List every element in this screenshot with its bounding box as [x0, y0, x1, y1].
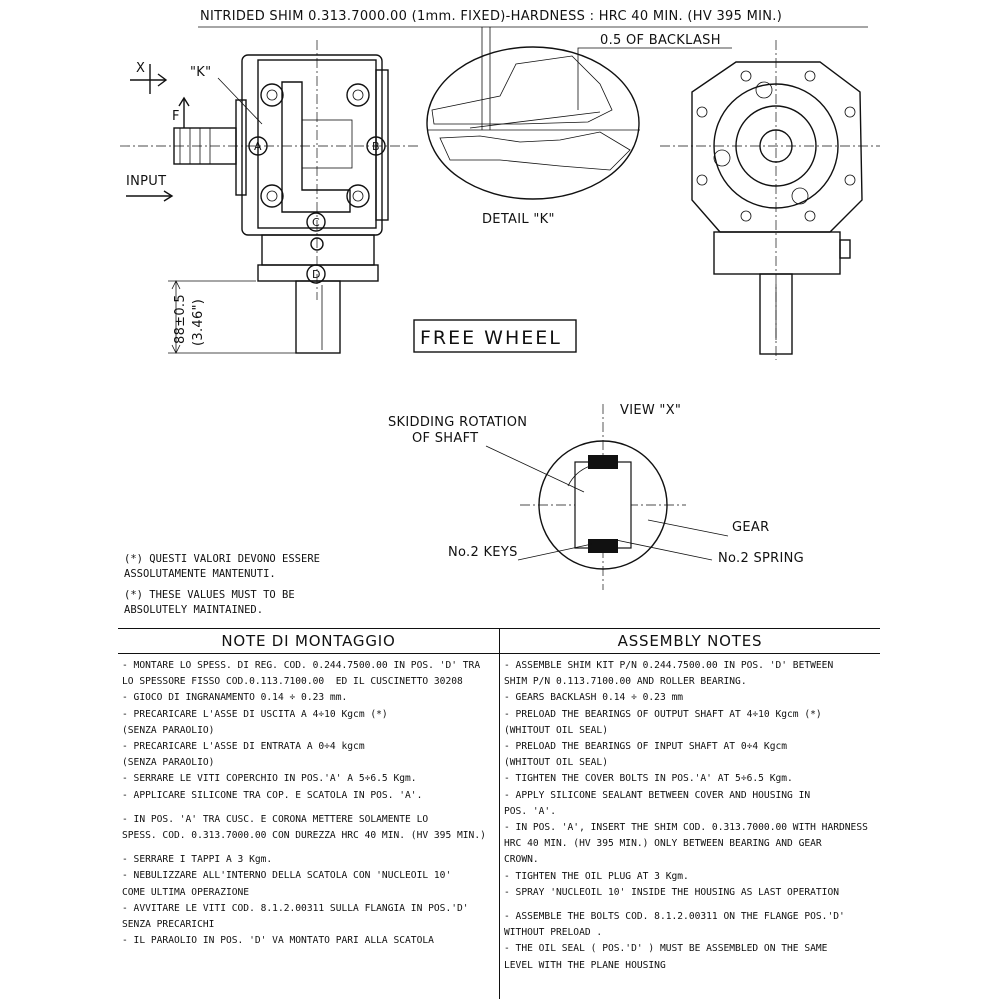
free-wheel-label: FREE WHEEL: [420, 327, 562, 349]
note-item: - TIGHTEN THE COVER BOLTS IN POS.'A' AT …: [504, 773, 793, 785]
gearbox-side-view: [660, 40, 880, 360]
note-item: - APPLY SILICONE SEALANT BETWEEN COVER A…: [504, 789, 811, 817]
pos-c-label: C: [312, 216, 320, 229]
note-item: - IN POS. 'A', INSERT THE SHIM COD. 0.31…: [504, 822, 868, 866]
input-label: INPUT: [126, 174, 166, 189]
k-detail-callout: "K": [190, 65, 211, 80]
note-item: - TIGHTEN THE OIL PLUG AT 3 Kgm.: [504, 870, 689, 882]
note-item: [504, 901, 876, 909]
f-force-label: F: [172, 109, 180, 124]
italian-notes-column: NOTE DI MONTAGGIO - MONTARE LO SPESS. DI…: [118, 629, 499, 999]
remark-en-line2: ABSOLUTELY MAINTAINED.: [124, 604, 264, 616]
remark-it-line2: ASSOLUTAMENTE MANTENUTI.: [124, 568, 276, 580]
note-item: [122, 844, 495, 852]
note-item: - ASSEMBLE SHIM KIT P/N 0.244.7500.00 IN…: [504, 660, 834, 688]
pos-b-label: B: [372, 140, 380, 153]
note-item: - APPLICARE SILICONE TRA COP. E SCATOLA …: [122, 789, 423, 801]
dimension-inch: (3.46"): [191, 299, 206, 346]
english-notes-title: ASSEMBLY NOTES: [500, 629, 880, 654]
skidding-label-line1: SKIDDING ROTATION: [388, 415, 527, 430]
keys-label: No.2 KEYS: [448, 545, 518, 560]
x-view-label: X: [136, 61, 145, 76]
remark-it-line1: (*) QUESTI VALORI DEVONO ESSERE: [124, 553, 320, 565]
note-item: - IN POS. 'A' TRA CUSC. E CORONA METTERE…: [122, 813, 486, 842]
note-item: - AVVITARE LE VITI COD. 8.1.2.00311 SULL…: [122, 902, 469, 931]
note-item: - PRELOAD THE BEARINGS OF INPUT SHAFT AT…: [504, 741, 788, 769]
assembly-notes-table: NOTE DI MONTAGGIO - MONTARE LO SPESS. DI…: [118, 628, 880, 999]
dimension-mm: 88±0.5: [173, 294, 188, 344]
backlash-note: 0.5 OF BACKLASH: [600, 33, 721, 48]
pos-a-label: A: [254, 140, 262, 153]
gear-label: GEAR: [732, 520, 769, 535]
nitrided-shim-note: NITRIDED SHIM 0.313.7000.00 (1mm. FIXED)…: [200, 9, 782, 24]
note-item: - PRECARICARE L'ASSE DI ENTRATA A 0÷4 kg…: [122, 741, 365, 769]
note-item: - MONTARE LO SPESS. DI REG. COD. 0.244.7…: [122, 660, 481, 688]
note-item: - NEBULIZZARE ALL'INTERNO DELLA SCATOLA …: [122, 870, 452, 898]
note-item: - GEARS BACKLASH 0.14 ÷ 0.23 mm: [504, 692, 684, 704]
english-notes-list: - ASSEMBLE SHIM KIT P/N 0.244.7500.00 IN…: [504, 658, 876, 974]
note-item: - PRELOAD THE BEARINGS OF OUTPUT SHAFT A…: [504, 708, 822, 736]
remark-english: (*) THESE VALUES MUST TO BE ABSOLUTELY M…: [124, 588, 295, 618]
spring-label: No.2 SPRING: [718, 551, 804, 566]
detail-k-view: DETAIL "K": [426, 46, 640, 227]
note-item: - GIOCO DI INGRANAMENTO 0.14 ÷ 0.23 mm.: [122, 692, 348, 704]
remark-italian: (*) QUESTI VALORI DEVONO ESSERE ASSOLUTA…: [124, 552, 320, 582]
english-notes-column: ASSEMBLY NOTES - ASSEMBLE SHIM KIT P/N 0…: [499, 629, 880, 999]
note-item: - ASSEMBLE THE BOLTS COD. 8.1.2.00311 ON…: [504, 911, 845, 939]
italian-notes-title: NOTE DI MONTAGGIO: [118, 629, 499, 654]
note-item: - THE OIL SEAL ( POS.'D' ) MUST BE ASSEM…: [504, 943, 828, 971]
note-item: [122, 804, 495, 812]
note-item: - SERRARE I TAPPI A 3 Kgm.: [122, 854, 273, 866]
pos-d-label: D: [312, 268, 320, 281]
skidding-label-line2: OF SHAFT: [412, 431, 478, 446]
view-x-label: VIEW "X": [620, 403, 681, 418]
detail-k-label: DETAIL "K": [482, 212, 555, 227]
italian-notes-list: - MONTARE LO SPESS. DI REG. COD. 0.244.7…: [122, 658, 495, 949]
note-item: - SERRARE LE VITI COPERCHIO IN POS.'A' A…: [122, 773, 417, 785]
view-x-section: VIEW "X" SKIDDING ROTATION OF SHAFT GEAR…: [388, 403, 804, 590]
note-item: - SPRAY 'NUCLEOIL 10' INSIDE THE HOUSING…: [504, 886, 840, 898]
remark-en-line1: (*) THESE VALUES MUST TO BE: [124, 589, 295, 601]
note-item: - IL PARAOLIO IN POS. 'D' VA MONTATO PAR…: [122, 935, 434, 947]
gearbox-section-view: A B C D X "K" F INPUT 88±0.5 (3.46"): [120, 40, 420, 354]
note-item: - PRECARICARE L'ASSE DI USCITA A 4÷10 Kg…: [122, 708, 388, 736]
